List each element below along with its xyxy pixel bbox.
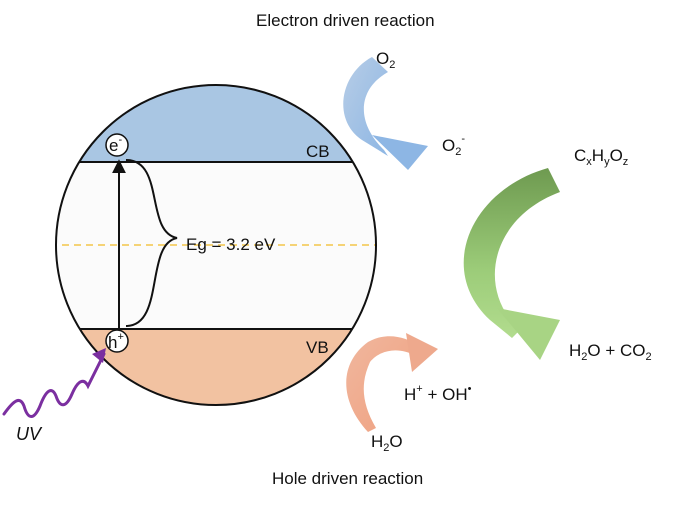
superoxide-product: O2-: [442, 133, 465, 158]
organic-degradation-arrow: [463, 168, 560, 338]
uv-arrow-head: [92, 348, 106, 363]
uv-light-wave: [2, 352, 106, 418]
hole-reaction-arrow-head: [406, 333, 438, 372]
final-products: H2O + CO2: [569, 341, 652, 363]
water-reactant: H2O: [371, 432, 403, 454]
uv-label: UV: [16, 424, 43, 444]
radical-products: H+ + OH•: [404, 383, 472, 404]
conduction-band: [56, 85, 376, 162]
electron-reaction-arrow-head: [372, 135, 428, 170]
particle-outline: [55, 84, 377, 406]
hole-carrier: h+: [105, 329, 129, 353]
electron-reaction-arrow: [343, 57, 388, 156]
hole-reaction-title: Hole driven reaction: [272, 469, 423, 488]
cb-label: CB: [306, 142, 330, 161]
electron-reaction-title: Electron driven reaction: [256, 11, 435, 30]
organic-degradation-arrow-head: [497, 308, 560, 360]
vb-label: VB: [306, 338, 329, 357]
organic-reactant: CxHyOz: [574, 146, 628, 168]
band-gap-label: Eg = 3.2 eV: [186, 235, 276, 254]
hole-reaction-arrow: [346, 336, 420, 432]
svg-text:h+: h+: [108, 331, 124, 352]
svg-text:e-: e-: [109, 134, 122, 155]
o2-reactant: O2: [376, 49, 395, 71]
electron-carrier: e-: [105, 133, 129, 157]
band-gap-brace: [125, 159, 178, 327]
